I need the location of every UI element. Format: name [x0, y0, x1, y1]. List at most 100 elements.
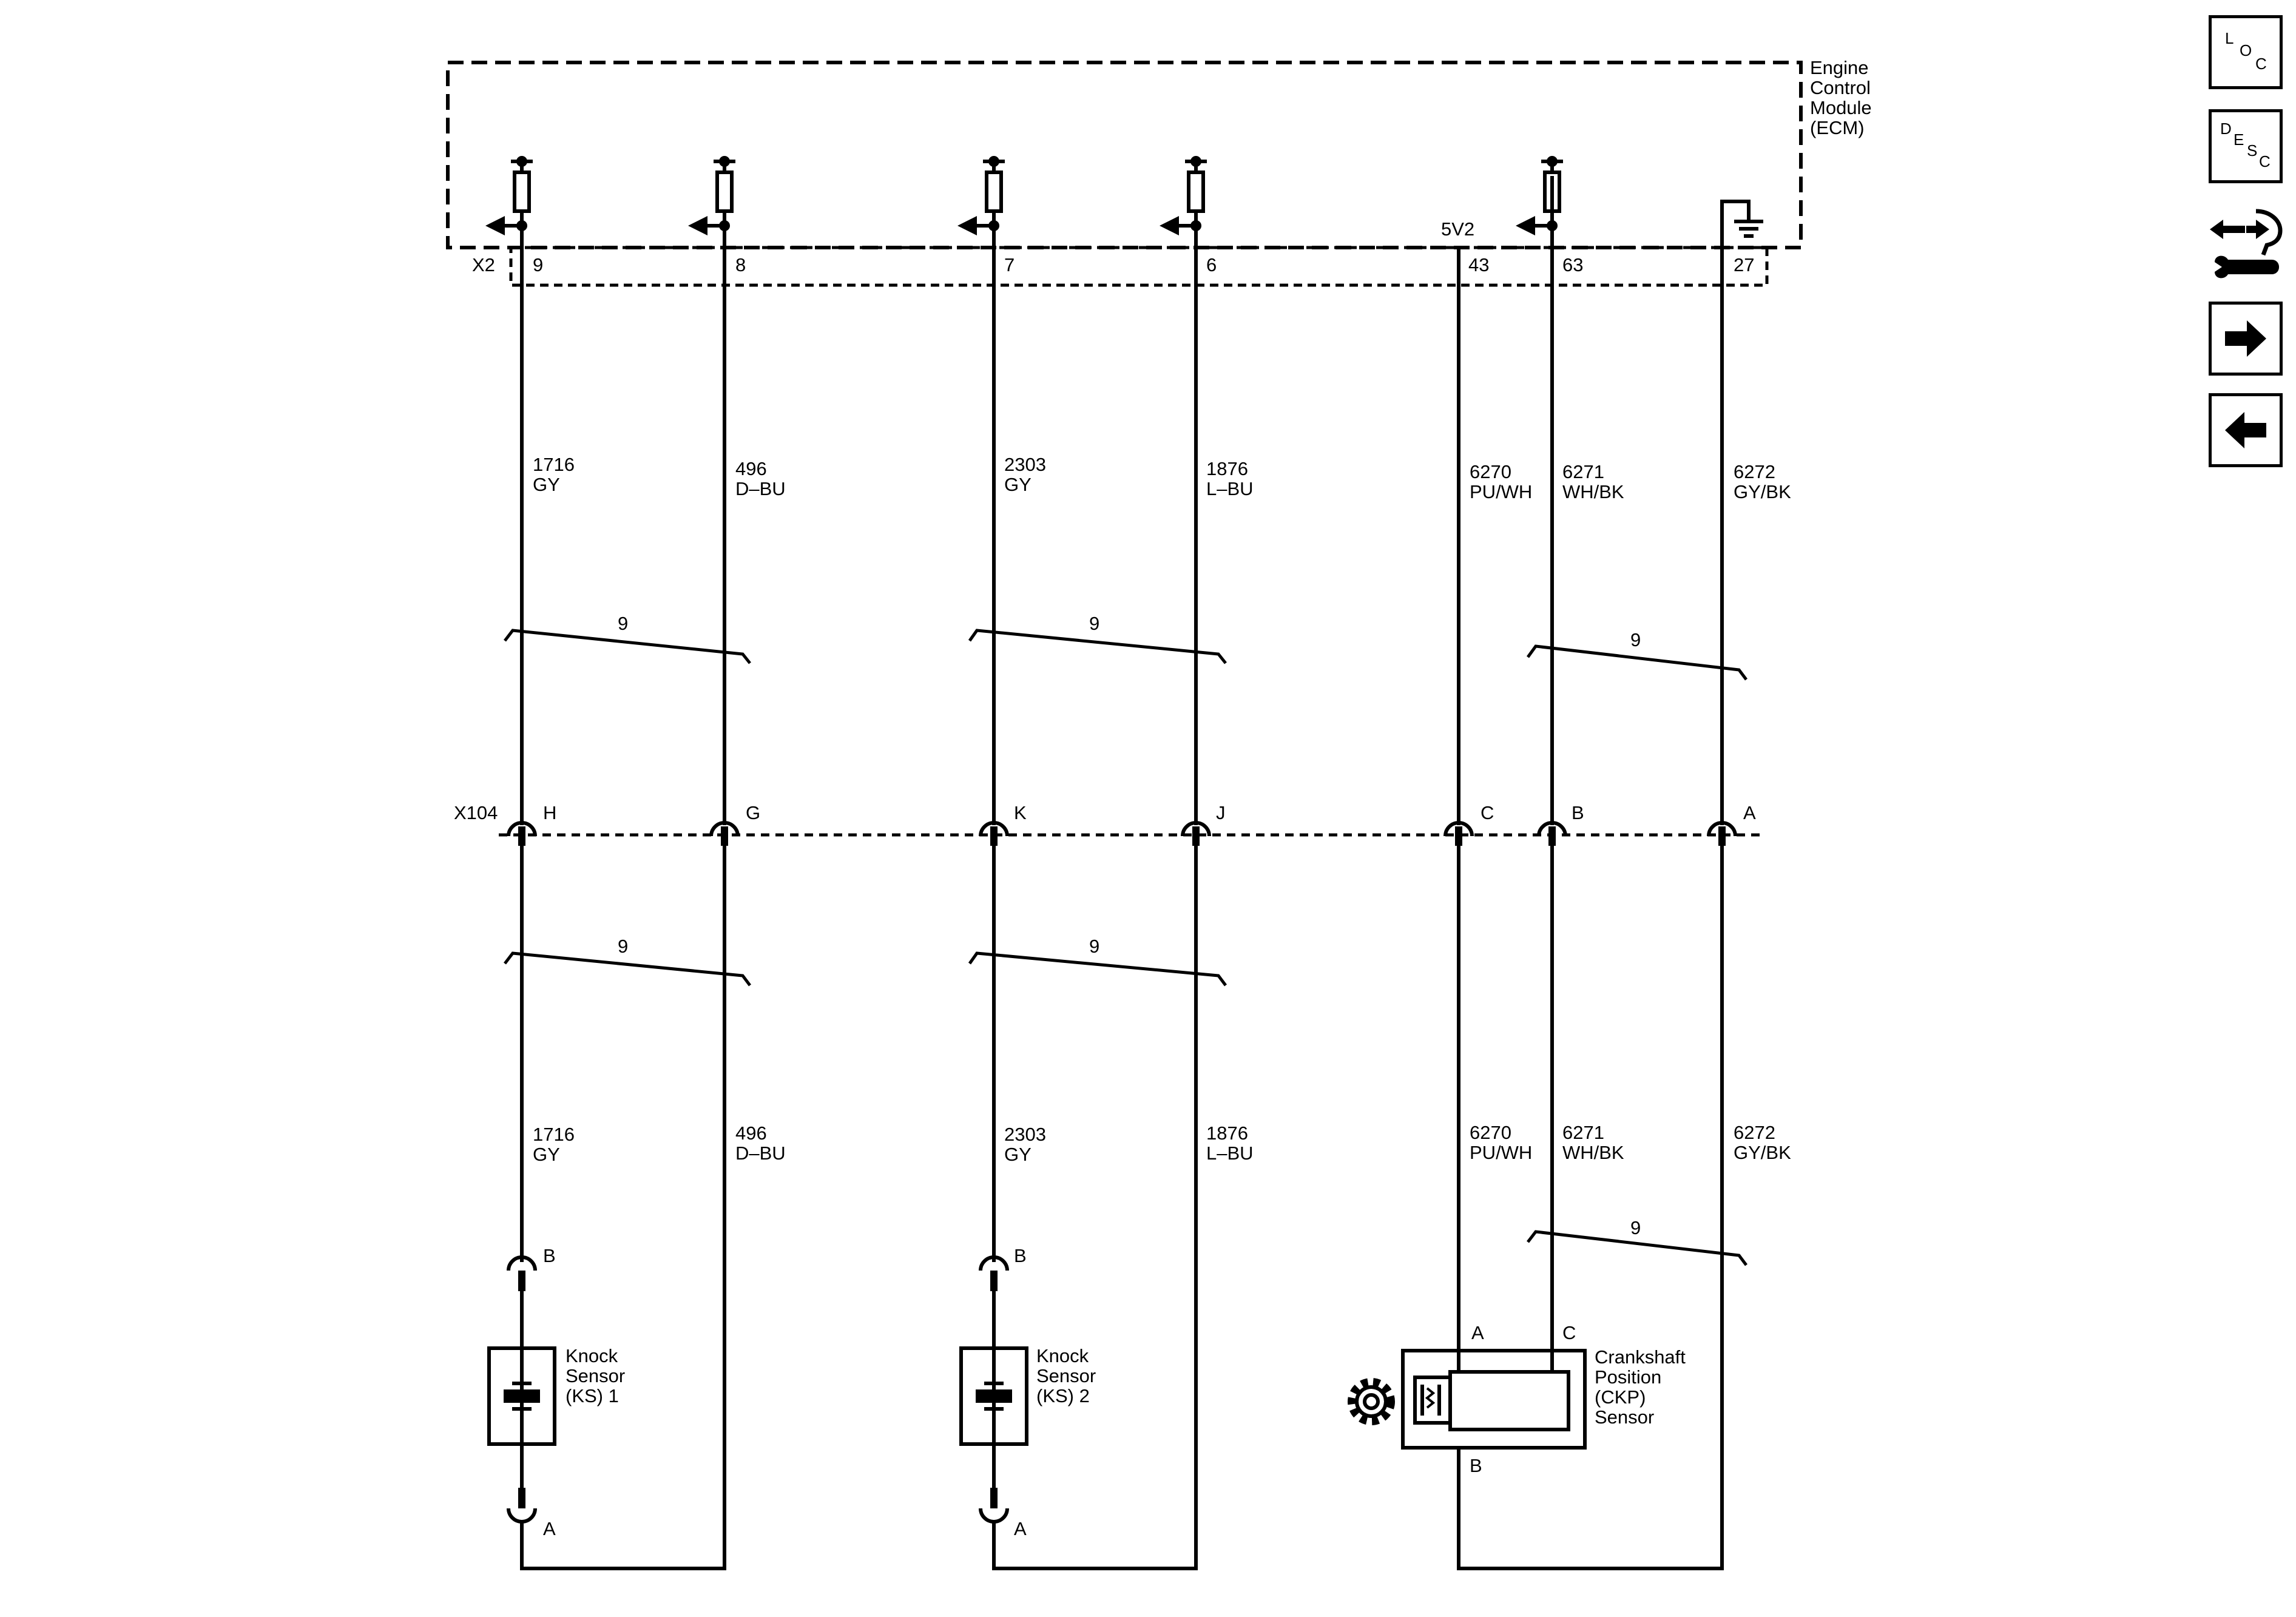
gear-icon — [1348, 1378, 1395, 1425]
ecm-pin-number: 63 — [1562, 254, 1583, 275]
sensor-name-line: Knock — [1036, 1345, 1089, 1366]
wire-color-label: WH/BK — [1562, 481, 1624, 502]
voltage-ref-label: 5V2 — [1441, 218, 1474, 240]
twisted-pair-marker — [1527, 1230, 1747, 1266]
wire-circuit-label: 2303 — [1004, 1124, 1046, 1145]
inline-pin-label: J — [1216, 802, 1226, 823]
inline-pin-label: G — [746, 802, 760, 823]
loc-letter: O — [2240, 41, 2252, 59]
terminal-pin — [1192, 826, 1200, 846]
ecm-pin-number: 9 — [533, 254, 543, 275]
twisted-pair-marker — [504, 629, 751, 664]
ecm-name-line: Engine — [1810, 57, 1869, 78]
ecm-internal-resistor — [1160, 156, 1207, 235]
ecm-module: Engine Control Module (ECM) X2 5V2 — [446, 57, 1872, 287]
ecm-pins: 9 8 7 6 43 63 27 — [533, 254, 1754, 275]
wire-color-label: GY/BK — [1734, 481, 1791, 502]
wire-circuit-label: 6271 — [1562, 1122, 1604, 1143]
wire-color-label: GY — [533, 474, 560, 495]
twisted-pair-marker — [968, 951, 1227, 987]
ecm-pin-number: 27 — [1734, 254, 1754, 275]
ecm-internal-circuits — [485, 156, 1563, 235]
sensor-name-line: Sensor — [1595, 1406, 1654, 1428]
loc-letter: C — [2255, 55, 2267, 73]
twisted-pairs — [504, 629, 1747, 1266]
arrow-left-icon — [1160, 216, 1179, 235]
inline-connector-name: X104 — [454, 802, 498, 823]
next-page-button[interactable] — [2209, 302, 2283, 376]
twisted-pair-labels: 9 9 9 9 9 9 — [618, 613, 1641, 1238]
sensor-pin-label: B — [1470, 1455, 1482, 1476]
twisted-pair-marker — [1526, 644, 1747, 681]
arrow-left-icon — [1516, 216, 1535, 235]
sensor-name-line: (CKP) — [1595, 1386, 1646, 1408]
arrow-left-icon — [957, 216, 977, 235]
ground-icon — [1720, 200, 1763, 248]
terminal-pin — [1548, 826, 1556, 846]
inline-terminal — [1707, 821, 1737, 846]
twisted-pair-marker — [504, 951, 751, 987]
ecm-pin-number: 43 — [1468, 254, 1489, 275]
wire — [520, 224, 726, 1570]
sensor-pin-label: B — [1014, 1245, 1027, 1266]
connector-repair-button[interactable] — [2209, 206, 2283, 285]
desc-letter: E — [2234, 130, 2244, 149]
terminal-arc — [1443, 821, 1474, 837]
terminal-pin — [721, 826, 728, 846]
sensor-name-line: Sensor — [566, 1365, 625, 1386]
wire-labels-upper: 1716 GY 496 D–BU 2303 GY 1876 L–BU 6270 … — [533, 454, 1791, 502]
resistor-body — [985, 170, 1003, 213]
ecm-connector-label: X2 — [472, 254, 495, 275]
inline-pin-label: A — [1743, 802, 1756, 823]
wire-color-label: GY — [1004, 1144, 1032, 1165]
wire-color-label: WH/BK — [1562, 1142, 1624, 1163]
knock-sensor-2: B A Knock Sensor (KS) 2 — [959, 1245, 1096, 1539]
terminal-arc — [709, 821, 740, 837]
inline-terminal — [979, 821, 1009, 846]
inline-connector-terminals — [507, 821, 1737, 846]
sensor-crystal — [976, 1389, 1012, 1403]
arrow-left-icon — [688, 216, 707, 235]
connector-repair-icon — [2210, 209, 2283, 279]
wire-circuit-label: 1876 — [1206, 1122, 1248, 1144]
ckp-sensor: A C B Crankshaft Position (CKP) Sensor — [1348, 1322, 1686, 1476]
wire-circuit-label: 496 — [735, 458, 767, 479]
desc-letter: C — [2259, 152, 2271, 170]
wire-harness — [520, 176, 1724, 1570]
twisted-pair-label: 9 — [1630, 1217, 1641, 1238]
knock-sensor-1: B A Knock Sensor (KS) 1 — [487, 1245, 625, 1539]
inline-terminal — [1537, 821, 1567, 846]
wire-circuit-label: 1716 — [533, 1124, 575, 1145]
wire-labels-lower: 1716 GY 496 D–BU 2303 GY 1876 L–BU 6270 … — [533, 1122, 1791, 1165]
terminal-pin — [518, 1271, 525, 1291]
loc-letter: L — [2225, 29, 2234, 47]
terminal-pin — [990, 826, 998, 846]
wire-color-label: GY — [533, 1144, 560, 1165]
sensor-pin-label: B — [543, 1245, 556, 1266]
location-button[interactable]: L O C — [2209, 15, 2283, 89]
ecm-internal-resistor — [957, 156, 1005, 235]
ecm-name-line: Module — [1810, 97, 1872, 118]
ecm-internal-resistor — [1516, 156, 1563, 235]
inline-terminal — [1181, 821, 1211, 846]
sensor-pin-label: A — [543, 1518, 556, 1539]
previous-page-button[interactable] — [2209, 393, 2283, 467]
description-button[interactable]: D E S C — [2209, 109, 2283, 183]
resistor-body — [1187, 170, 1205, 213]
wire-color-label: L–BU — [1206, 1143, 1254, 1164]
twisted-pair-label: 9 — [1089, 613, 1099, 634]
wire-circuit-label: 6271 — [1562, 461, 1604, 482]
wire-color-label: PU/WH — [1470, 481, 1532, 502]
ecm-internal-resistor — [688, 156, 735, 235]
wire-circuit-label: 6270 — [1470, 461, 1511, 482]
wire-color-label: D–BU — [735, 478, 786, 499]
inline-pin-label: H — [543, 802, 556, 823]
terminal-arc — [979, 1508, 1009, 1524]
terminal-pin — [1718, 826, 1726, 846]
wire-circuit-label: 496 — [735, 1122, 767, 1144]
sensor-pin-label: C — [1562, 1322, 1576, 1343]
terminal-pin — [990, 1271, 998, 1291]
sensor-pin-label: A — [1014, 1518, 1027, 1539]
terminal-arc — [979, 1255, 1009, 1271]
